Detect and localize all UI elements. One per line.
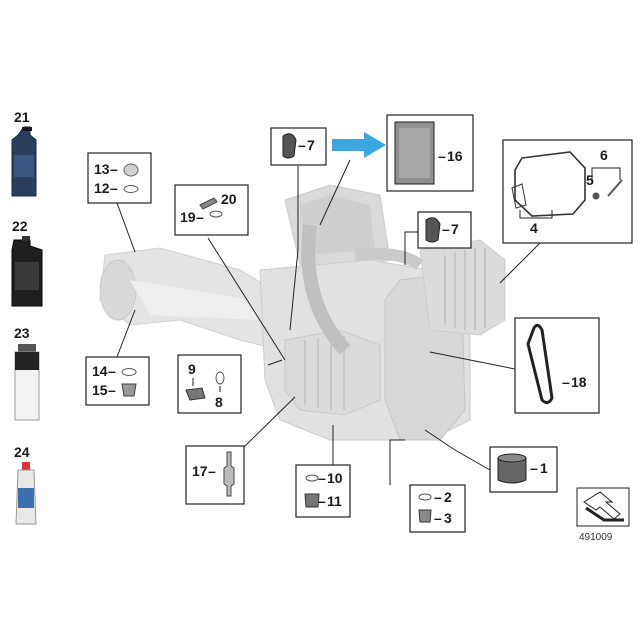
valve-cover-gasket-icon [514,151,586,217]
callout-21: 21 [14,109,30,125]
callout-16: 16 [447,148,463,164]
engine-illustration [99,184,506,441]
callout-box-14-15[interactable]: 14 – 15 – [85,356,150,406]
callout-box-7-right[interactable]: – 7 [417,211,472,249]
svg-text:–: – [196,209,204,225]
callout-12: 12 [94,180,110,196]
leader-lines [116,159,541,485]
seal-ring-icon [305,474,319,482]
svg-text:–: – [108,363,116,379]
callout-20: 20 [221,191,237,207]
svg-text:–: – [110,180,118,196]
svg-text:–: – [438,148,446,164]
seal-ring-icon [121,368,137,376]
callout-3: 3 [444,510,452,526]
diagram-number: 491009 [579,532,613,543]
callout-7-second: 7 [451,221,459,237]
seal-ring-icon [209,210,223,218]
callout-box-8-9[interactable]: 9 8 [177,354,242,414]
callout-box-1[interactable]: – 1 [489,446,558,493]
callout-box-12-13[interactable]: 13 – 12 – [87,152,152,204]
callout-23: 23 [14,325,30,341]
cap-icon [282,133,297,159]
callout-box-17[interactable]: 17 – [185,445,245,505]
callout-5: 5 [586,172,594,188]
svg-text:–: – [434,489,442,505]
plug-icon [121,383,137,397]
plug-icon [123,163,139,177]
callout-8: 8 [215,394,223,410]
callout-15: 15 [92,382,108,398]
callout-18: 18 [571,374,587,390]
callout-9: 9 [188,361,196,377]
callout-17: 17 [192,463,208,479]
washer-icon [592,192,600,200]
callout-4: 4 [530,220,538,236]
cap-icon [425,217,441,243]
callout-7: 7 [307,137,315,153]
seal-ring-icon [418,493,432,501]
svg-text:–: – [318,493,326,509]
bolt-icon [607,179,623,197]
svg-text:–: – [208,463,216,479]
drain-plug-icon [304,493,320,508]
callout-box-4-5-6[interactable]: 6 5 4 [502,139,633,244]
callout-2: 2 [444,489,452,505]
callout-10: 10 [327,470,343,486]
callout-14: 14 [92,363,108,379]
callout-box-2-3[interactable]: – 2 – 3 [409,484,466,533]
callout-box-16[interactable]: – 16 [386,114,474,192]
callout-box-7-top[interactable]: – 7 [270,127,327,166]
callout-22: 22 [12,218,28,234]
callout-box-10-11[interactable]: – 10 – 11 [295,464,351,518]
arrow-right-icon [332,132,386,158]
callout-6: 6 [600,147,608,163]
callout-1: 1 [540,460,548,476]
svg-text:–: – [530,460,538,476]
svg-text:–: – [562,374,570,390]
callout-19: 19 [180,209,196,225]
direction-arrow-icon [576,487,630,527]
svg-text:–: – [442,221,450,237]
callout-13: 13 [94,161,110,177]
callout-11: 11 [327,493,342,509]
screw-plug-icon [418,509,432,523]
drive-belt-icon [526,323,554,405]
callout-box-19-20[interactable]: 20 – 19 – [174,184,249,236]
spray-can-23: 23 [14,325,40,421]
sensor-icon [199,197,218,210]
screw-plug-icon [185,387,206,401]
tube-24: 24 [14,444,37,525]
svg-text:–: – [108,382,116,398]
callout-box-18[interactable]: – 18 [514,317,600,414]
spark-plug-icon [223,451,235,497]
oil-can-22: 22 [11,218,43,307]
seal-ring-icon [123,185,139,193]
callout-24: 24 [14,444,30,460]
svg-text:–: – [434,510,442,526]
svg-text:–: – [110,161,118,177]
svg-text:–: – [318,470,326,486]
svg-text:–: – [298,137,306,153]
oil-bottle-21: 21 [11,109,37,197]
seal-ring-icon [215,371,225,385]
